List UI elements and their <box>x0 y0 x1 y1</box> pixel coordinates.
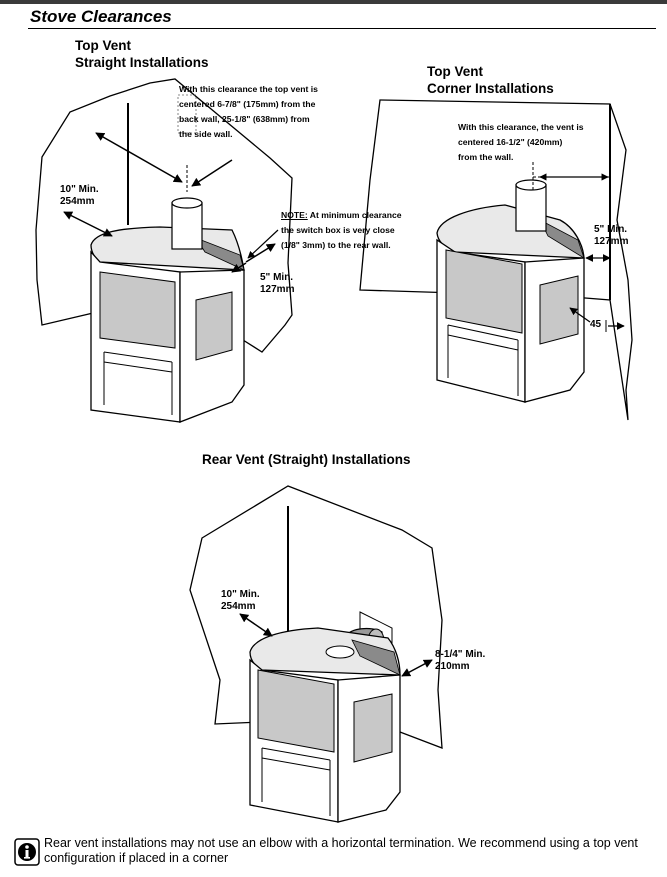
note-line: centered 6-7/8" (175mm) from the <box>179 99 316 109</box>
stove-leg-line <box>447 324 519 341</box>
switch-note-leader <box>247 229 279 259</box>
rear-right-dimension: 8-1/4" Min. 210mm <box>435 649 485 673</box>
title-rule <box>28 28 656 29</box>
dimension-line: 5" Min. <box>594 224 628 235</box>
top-vent-pipe <box>171 202 203 250</box>
note-line: (1/8" 3mm) to the rear wall. <box>281 240 391 250</box>
note-line: With this clearance the top vent is <box>179 84 318 94</box>
top-straight-vent-note: With this clearance the top vent is cent… <box>179 82 318 142</box>
footer-note: Rear vent installations may not use an e… <box>44 836 638 865</box>
left-clearance-arrow <box>239 613 273 637</box>
top-vent-pipe <box>515 184 547 232</box>
stove-leg-line <box>103 351 173 363</box>
right-clearance-arrow <box>401 659 433 677</box>
note-line: the side wall. <box>179 129 233 139</box>
top-straight-heading: Top Vent Straight Installations <box>75 37 209 71</box>
back-wall-dimension-arrow <box>95 132 183 183</box>
glass-side <box>539 275 579 345</box>
top-corner-vent-note: With this clearance, the vent is centere… <box>458 120 584 165</box>
glass-side <box>195 291 233 361</box>
top-bar <box>0 0 667 4</box>
rear-left-dimension: 10" Min. 254mm <box>221 589 260 613</box>
glass-front <box>257 669 335 753</box>
top-corner-diagram <box>359 99 633 421</box>
note-highlight-box <box>177 94 197 134</box>
dimension-line: 254mm <box>60 196 95 207</box>
right-clearance-arrow <box>231 262 247 273</box>
glass-side <box>353 693 393 763</box>
dimension-line: 127mm <box>594 236 629 247</box>
right-clearance-arrow <box>245 243 276 263</box>
top-corner-heading: Top Vent Corner Installations <box>427 63 554 97</box>
dimension-line: 10" Min. <box>60 184 99 195</box>
rear-vent-cutout <box>325 645 355 659</box>
rear-straight-heading: Rear Vent (Straight) Installations <box>202 452 411 467</box>
info-icon <box>14 838 40 866</box>
left-clearance-arrow <box>63 211 113 237</box>
angle-label: 45 <box>590 319 602 330</box>
dimension-line: 127mm <box>260 284 295 295</box>
top-corner-dimension: 5" Min. 127mm <box>594 224 628 248</box>
stove-leg-line <box>447 334 519 351</box>
dimension-line: 210mm <box>435 661 470 672</box>
rear-straight-diagram <box>189 485 443 823</box>
heading-line: Top Vent <box>427 64 483 79</box>
stove-leg-line <box>261 757 331 771</box>
dimension-line: 254mm <box>221 601 256 612</box>
note-text: At minimum clearance <box>307 210 402 220</box>
glass-front <box>99 271 176 349</box>
note-line: centered 16-1/2" (420mm) <box>458 137 563 147</box>
stove-leg-line <box>261 747 331 761</box>
heading-line: Corner Installations <box>427 81 554 96</box>
heading-line: Straight Installations <box>75 55 209 70</box>
note-line: back wall, 25-1/8" (638mm) from <box>179 114 310 124</box>
top-straight-diagram <box>35 78 293 423</box>
heading-line: Top Vent <box>75 38 131 53</box>
switch-box-note: NOTE: At minimum clearance the switch bo… <box>281 208 402 253</box>
top-straight-right-dimension: 5" Min. 127mm <box>260 272 294 296</box>
dimension-line: 5" Min. <box>260 272 294 283</box>
note-line: With this clearance, the vent is <box>458 122 584 132</box>
page-title: Stove Clearances <box>30 7 172 26</box>
angle-arrow <box>569 307 591 323</box>
note-line: from the wall. <box>458 152 514 162</box>
top-vent-opening <box>515 179 547 191</box>
note-line: the switch box is very close <box>281 225 395 235</box>
side-wall-dimension-arrow <box>191 159 233 187</box>
glass-front <box>445 249 523 334</box>
note-label: NOTE: <box>281 210 308 220</box>
stove-leg-line <box>103 361 173 373</box>
note-line: NOTE: At minimum clearance <box>281 208 402 223</box>
top-vent-opening <box>171 197 203 209</box>
top-straight-left-dimension: 10" Min. 254mm <box>60 184 99 208</box>
dimension-line: 8-1/4" Min. <box>435 649 486 660</box>
dimension-line: 10" Min. <box>221 589 260 600</box>
